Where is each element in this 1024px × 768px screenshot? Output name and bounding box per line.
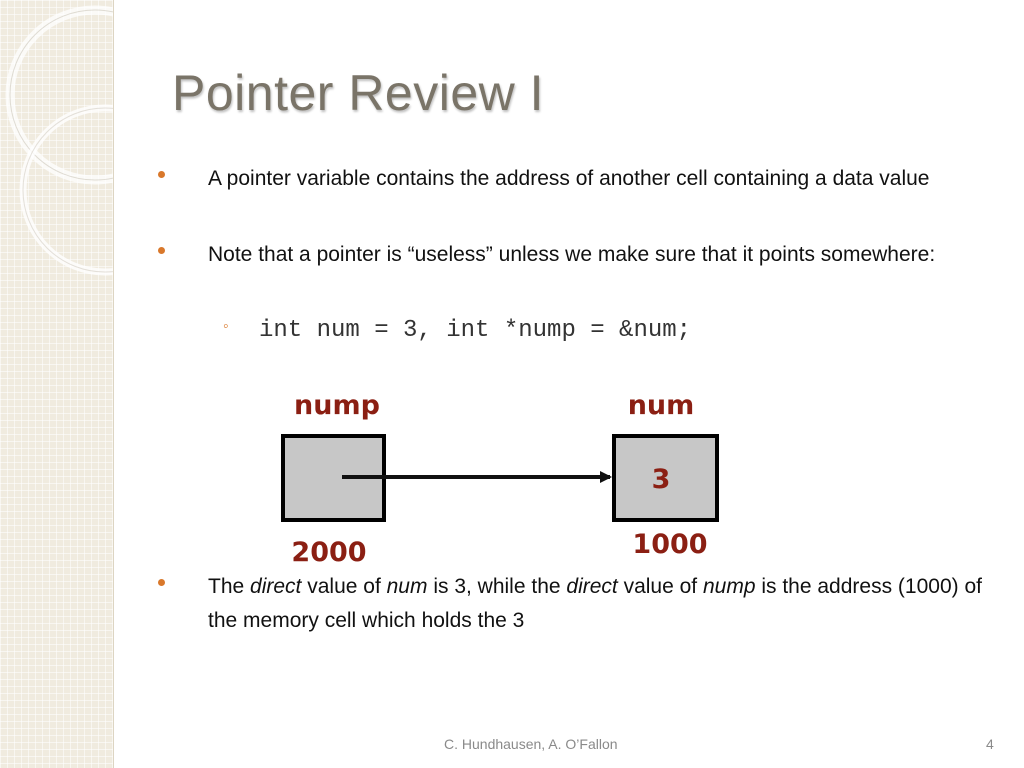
slide-title: Pointer Review I <box>172 65 545 121</box>
page-number: 4 <box>986 736 994 752</box>
hollow-circle-icon: ◦ <box>223 318 229 335</box>
target-memory-cell <box>612 434 719 522</box>
pointer-cell-address: 2000 <box>291 537 366 568</box>
bullet-item: A pointer variable contains the address … <box>158 162 988 196</box>
bullet-dot-icon <box>158 171 165 178</box>
target-cell-address: 1000 <box>632 529 707 560</box>
bullet-text: Note that a pointer is “useless” unless … <box>208 243 936 266</box>
bullet-text: A pointer variable contains the address … <box>208 167 930 190</box>
decorative-rings <box>5 5 113 276</box>
decorative-sidebar <box>0 0 114 768</box>
bullet-item: The direct value of num is 3, while the … <box>158 570 988 638</box>
pointer-variable-name: nump <box>294 390 380 421</box>
bullet-text: The direct value of num is 3, while the … <box>208 575 982 632</box>
bullet-dot-icon <box>158 579 165 586</box>
target-variable-name: num <box>628 390 695 421</box>
sub-bullet-item: ◦ int num = 3, int *nump = &num; <box>223 314 691 348</box>
bullet-item: Note that a pointer is “useless” unless … <box>158 238 988 272</box>
pointer-memory-cell <box>281 434 386 522</box>
target-cell-value: 3 <box>652 464 671 495</box>
code-snippet: int num = 3, int *nump = &num; <box>259 317 692 344</box>
bullet-dot-icon <box>158 247 165 254</box>
footer-author: C. Hundhausen, A. O’Fallon <box>444 736 618 752</box>
